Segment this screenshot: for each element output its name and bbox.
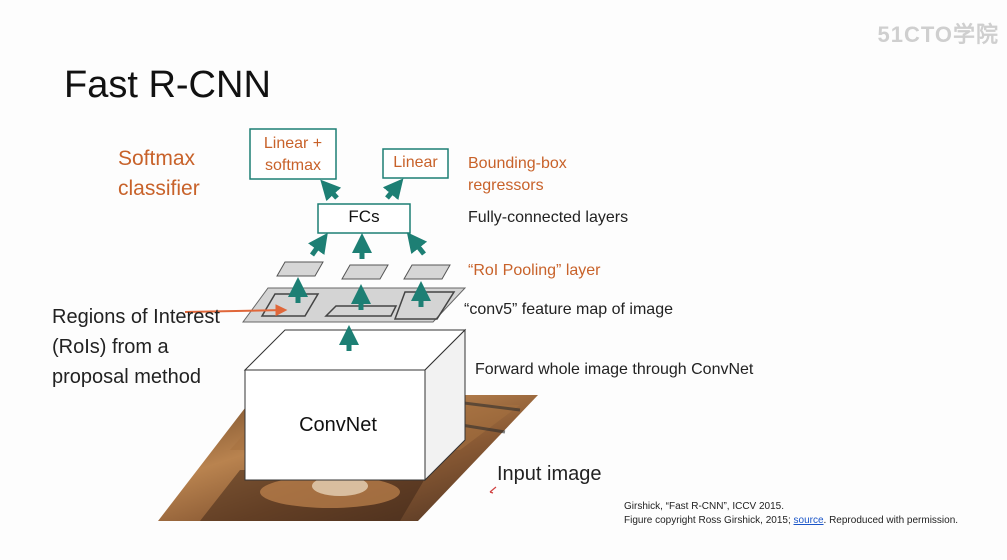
fully-connected-label: Fully-connected layers	[468, 209, 629, 226]
arrow-fc-to-linear	[382, 178, 404, 201]
input-image-label: Input image	[497, 463, 602, 485]
linear-box-label: Linear	[393, 154, 438, 171]
citation-line-2: Figure copyright Ross Girshick, 2015; so…	[624, 515, 958, 527]
forward-label: Forward whole image through ConvNet	[475, 361, 754, 378]
conv5-label: “conv5” feature map of image	[464, 301, 673, 318]
softmax-box	[249, 128, 337, 180]
convnet-label: ConvNet	[299, 414, 377, 436]
roi-pooling-label: “RoI Pooling” layer	[468, 262, 601, 279]
slide-title: Fast R-CNN	[64, 64, 271, 106]
softmax-box-label: Linear + softmax	[263, 135, 323, 174]
citation-prefix: Figure copyright Ross Girshick, 2015;	[624, 515, 794, 526]
watermark-logo: 51CTO学院	[877, 22, 999, 47]
citation-suffix: . Reproduced with permission.	[823, 515, 959, 526]
bbox-regressors-label: Bounding-box regressors	[468, 155, 567, 194]
citation-line-1: Girshick, “Fast R-CNN”, ICCV 2015.	[624, 501, 785, 512]
softmax-classifier-label: Softmax classifier	[118, 147, 200, 200]
source-link[interactable]: source	[793, 515, 824, 526]
arrow-pool-to-fc-1	[308, 232, 328, 257]
roi-pooled-features	[276, 261, 451, 280]
arrow-fc-to-softmax	[320, 179, 342, 202]
roi-pointer-arrow	[184, 304, 288, 317]
cursor-mark	[489, 486, 497, 494]
regions-of-interest-label: Regions of Interest (RoIs) from a propos…	[52, 306, 220, 388]
conv5-feature-map	[242, 287, 467, 323]
arrow-pool-to-fc-3	[406, 232, 428, 256]
linear-box	[382, 148, 449, 179]
convnet-block	[243, 328, 467, 482]
fcs-box-label: FCs	[348, 207, 380, 226]
flow-arrows	[288, 178, 431, 351]
